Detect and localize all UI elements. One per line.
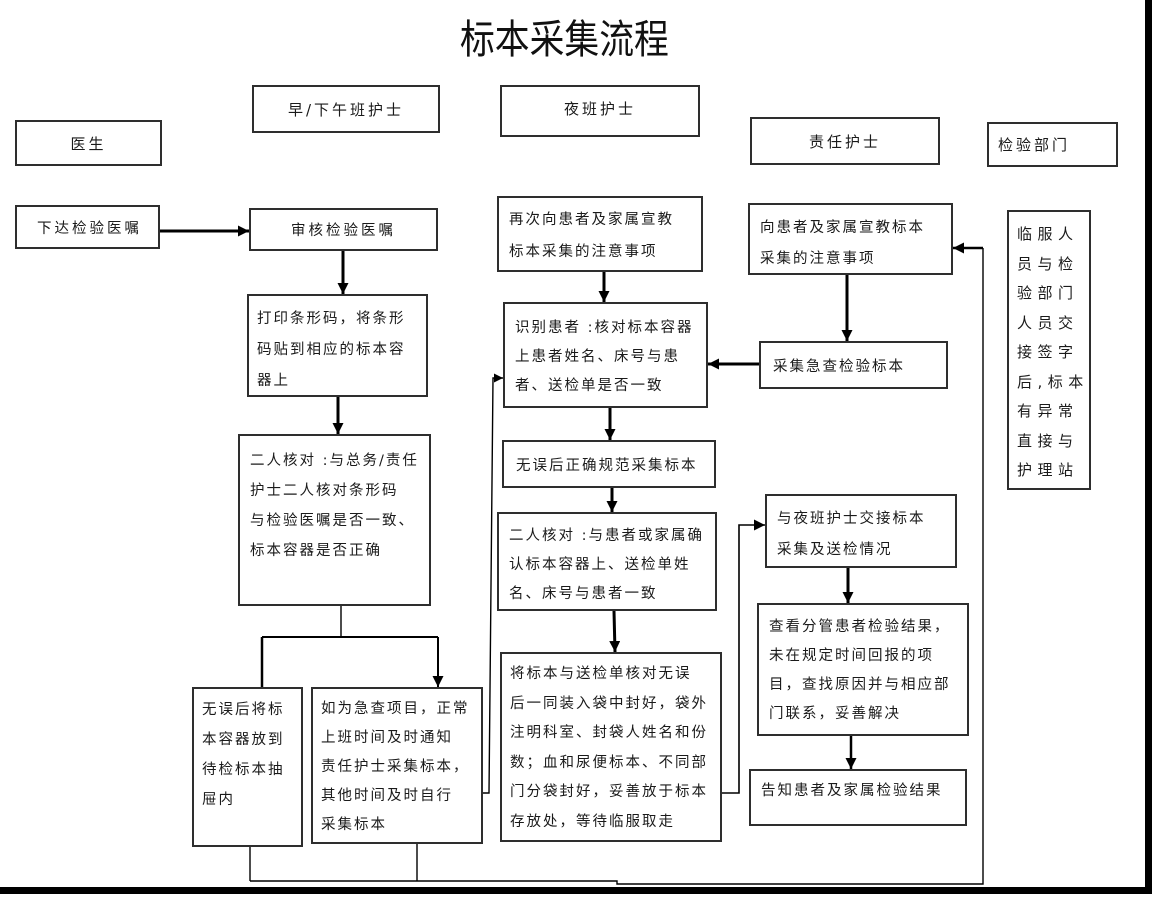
step-text: 有异常 <box>1017 402 1079 420</box>
lane-label: 早/下午班护士 <box>287 100 405 119</box>
step-double-check-night: 二人核对 :与患者或家属确 认标本容器上、送检单姓 名、床号与患者一致 <box>497 512 717 611</box>
step-text: 存放处，等待临服取走 <box>510 813 675 830</box>
lane-label: 夜班护士 <box>563 100 636 118</box>
step-text: 识别患者 :核对标本容器 <box>515 320 694 336</box>
step-lab-handover: 临服人 员与检 验部门 人员交 接签字 后,标本 有异常 直接与 护理站 <box>1007 210 1091 490</box>
step-text: 目，查找原因并与相应部 <box>769 677 951 693</box>
step-text: 二人核对 :与总务/责任 <box>250 453 419 469</box>
step-collect-specimen: 无误后正确规范采集标本 <box>502 440 716 488</box>
lane-header-day-nurse: 早/下午班护士 <box>252 85 440 133</box>
step-text: 下达检验医嘱 <box>37 220 142 237</box>
step-identify-patient: 识别患者 :核对标本容器 上患者姓名、床号与患 者、送检单是否一致 <box>503 302 708 408</box>
step-issue-order: 下达检验医嘱 <box>15 205 160 249</box>
step-text: 门联系，妥善解决 <box>769 706 901 722</box>
step-text: 二人核对 :与患者或家属确 <box>509 528 704 544</box>
step-text: 标本采集的注意事项 <box>509 244 658 260</box>
step-collect-urgent: 采集急查检验标本 <box>759 341 948 389</box>
step-text: 数；血和尿便标本、不同部 <box>510 754 708 771</box>
step-bag-specimen: 将标本与送检单核对无误 后一同装入袋中封好，袋外 注明科室、封袋人姓名和份 数；… <box>500 652 722 842</box>
step-text: 认标本容器上、送检单姓 <box>509 557 691 573</box>
step-text: 审核检验医嘱 <box>291 223 396 239</box>
step-text: 注明科室、封袋人姓名和份 <box>510 725 708 742</box>
step-text: 无误后将标 <box>202 702 285 718</box>
lane-label: 责任护士 <box>808 132 881 151</box>
step-inform-results: 告知患者及家属检验结果 <box>749 769 967 826</box>
step-text: 再次向患者及家属宣教 <box>509 212 674 228</box>
step-text: 采集标本 <box>321 817 387 833</box>
frame-border-bottom <box>0 887 1152 894</box>
step-re-educate: 再次向患者及家属宣教 标本采集的注意事项 <box>497 196 703 272</box>
lane-header-primary-nurse: 责任护士 <box>750 117 940 165</box>
step-text: 向患者及家属宣教标本 <box>760 220 925 236</box>
step-text: 查看分管患者检验结果， <box>769 619 951 635</box>
step-text: 人员交 <box>1017 313 1079 332</box>
step-text: 未在规定时间回报的项 <box>769 648 934 664</box>
step-text: 无误后正确规范采集标本 <box>516 457 698 474</box>
step-store-drawer: 无误后将标 本容器放到 待检标本抽 屉内 <box>192 687 303 847</box>
step-urgent-items: 如为急查项目，正常 上班时间及时通知 责任护士采集标本， 其他时间及时自行 采集… <box>311 687 483 844</box>
step-text: 打印条形码，将条形 <box>257 311 406 327</box>
step-text: 者、送检单是否一致 <box>515 378 664 394</box>
step-text: 采集及送检情况 <box>777 542 893 558</box>
step-handover: 与夜班护士交接标本 采集及送检情况 <box>765 494 957 568</box>
step-text: 上患者姓名、床号与患 <box>515 349 680 365</box>
step-text: 护士二人核对条形码 <box>250 483 399 499</box>
step-review-order: 审核检验医嘱 <box>249 208 438 251</box>
step-text: 直接与 <box>1017 431 1079 450</box>
step-text: 采集急查检验标本 <box>773 358 905 375</box>
lane-label: 医生 <box>70 134 107 153</box>
step-text: 屉内 <box>202 792 235 808</box>
lane-header-lab: 检验部门 <box>987 122 1118 167</box>
step-text: 与检验医嘱是否一致、 <box>250 513 415 529</box>
lane-header-night-nurse: 夜班护士 <box>500 85 700 137</box>
step-text: 告知患者及家属检验结果 <box>761 783 943 799</box>
step-text: 后,标本 <box>1017 372 1089 391</box>
step-text: 本容器放到 <box>202 732 285 748</box>
step-double-check-day: 二人核对 :与总务/责任 护士二人核对条形码 与检验医嘱是否一致、 标本容器是否… <box>238 434 431 606</box>
step-text: 与夜班护士交接标本 <box>777 511 926 527</box>
step-text: 如为急查项目，正常 <box>321 701 470 717</box>
step-text: 责任护士采集标本， <box>321 759 470 775</box>
step-text: 护理站 <box>1017 461 1079 479</box>
step-text: 器上 <box>257 373 290 389</box>
step-educate: 向患者及家属宣教标本 采集的注意事项 <box>748 203 953 275</box>
step-text: 员与检 <box>1017 254 1079 273</box>
step-text: 后一同装入袋中封好，袋外 <box>510 695 708 712</box>
step-text: 码贴到相应的标本容 <box>257 342 406 358</box>
arrow-double-check-night-to-bag <box>609 610 621 653</box>
step-check-results: 查看分管患者检验结果， 未在规定时间回报的项 目，查找原因并与相应部 门联系，妥… <box>757 603 969 736</box>
step-text: 临服人 <box>1017 225 1079 243</box>
page-title: 标本采集流程 <box>460 17 669 63</box>
step-text: 上班时间及时通知 <box>321 730 453 746</box>
step-text: 名、床号与患者一致 <box>509 586 658 602</box>
step-text: 待检标本抽 <box>202 762 285 778</box>
lane-header-doctor: 医生 <box>15 120 162 166</box>
step-text: 将标本与送检单核对无误 <box>510 666 692 682</box>
step-text: 接签字 <box>1017 343 1079 361</box>
step-text: 验部门 <box>1017 284 1079 302</box>
step-print-barcode: 打印条形码，将条形 码贴到相应的标本容 器上 <box>247 294 428 397</box>
frame-border-right <box>1145 0 1152 894</box>
lane-label: 检验部门 <box>998 136 1071 154</box>
step-text: 其他时间及时自行 <box>321 788 453 804</box>
step-text: 门分袋封好，妥善放于标本 <box>510 784 708 801</box>
step-text: 标本容器是否正确 <box>250 543 382 559</box>
step-text: 采集的注意事项 <box>760 251 876 267</box>
